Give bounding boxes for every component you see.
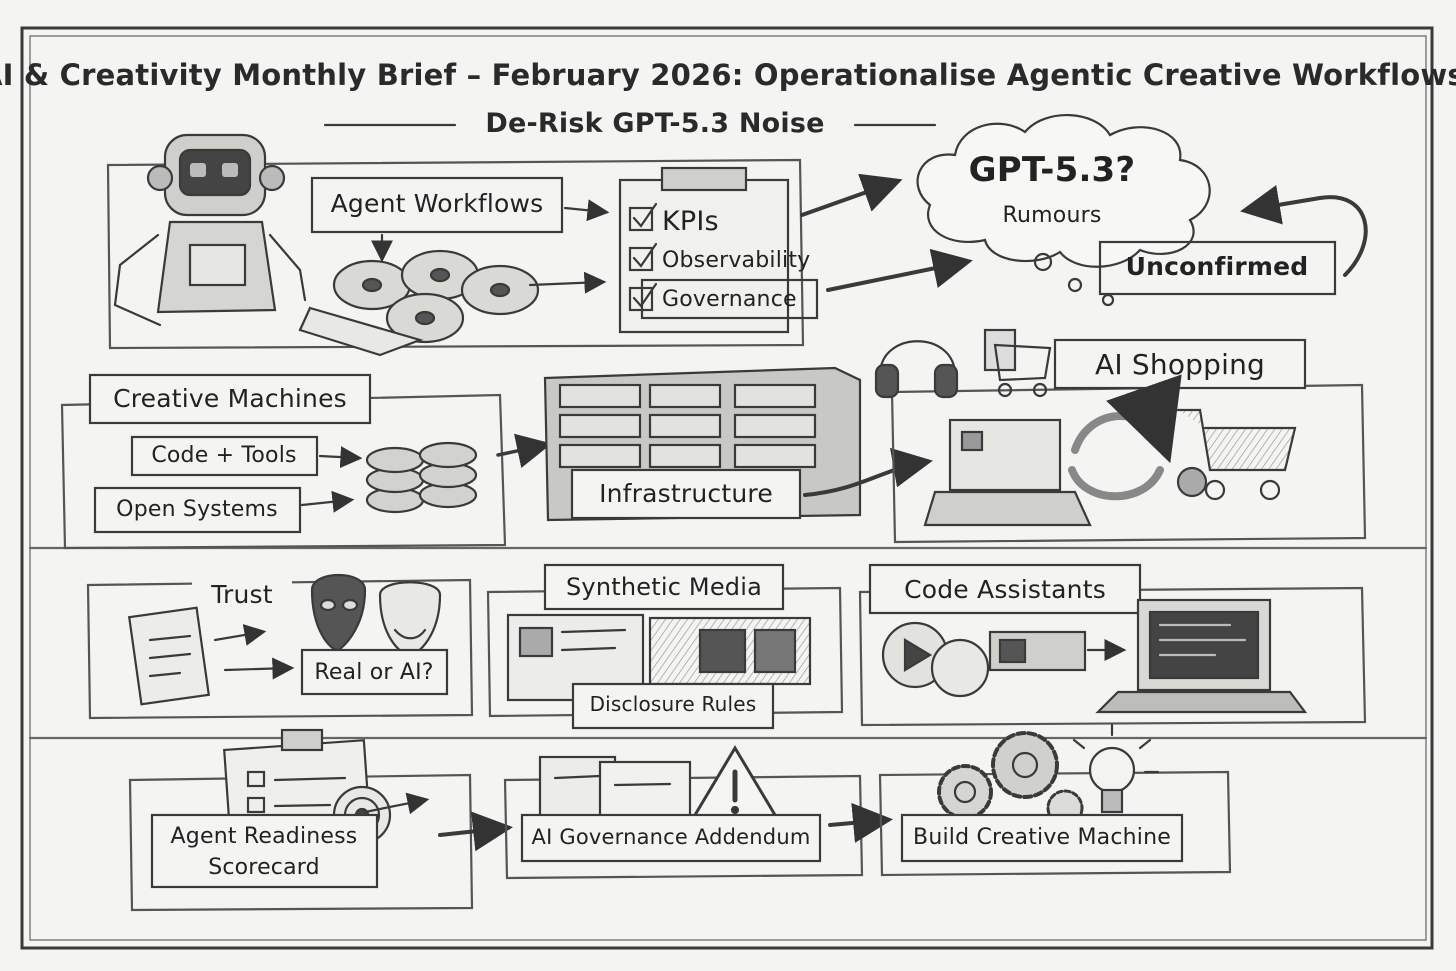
checklist-clipboard (618, 166, 819, 334)
checklist-kpis: KPIs (662, 206, 719, 237)
cart-small-icon (983, 328, 1052, 398)
robot-icon (113, 133, 307, 327)
lightbulb-icon (1072, 723, 1160, 814)
rumours-label: Rumours (1002, 203, 1102, 228)
row1-panel (106, 158, 805, 350)
creative-machines-label: Creative Machines (113, 384, 347, 413)
scorecard-label-line1: Agent Readiness (170, 824, 358, 849)
build-machine-label: Build Creative Machine (913, 825, 1171, 850)
warning-icon (689, 745, 781, 822)
build-machine-box (900, 813, 1184, 863)
cycle-arrow-icon (1071, 374, 1182, 464)
shopping-cart-icon (1176, 408, 1297, 501)
scorecard-box (150, 813, 379, 889)
checklist-governance: Governance (662, 287, 797, 312)
theater-masks-icon (310, 573, 442, 657)
real-or-ai-label: Real or AI? (314, 660, 434, 685)
gpt-rumour-title: GPT-5.3? (968, 150, 1136, 190)
outer-frame (20, 26, 1434, 950)
ai-shopping-label: AI Shopping (1094, 348, 1266, 381)
trust-label: Trust (211, 580, 273, 609)
governance-addendum-label: AI Governance Addendum (531, 825, 811, 849)
row3-panel-code (858, 586, 1367, 727)
code-assistants-label: Code Assistants (904, 575, 1106, 604)
film-strip-icon (648, 616, 812, 686)
governance-addendum-box (520, 813, 822, 863)
headset-icon (874, 340, 959, 399)
unconfirmed-box (1098, 240, 1337, 296)
main-title-line1: AI & Creativity Monthly Brief – February… (0, 58, 1456, 92)
infrastructure-box (570, 468, 802, 520)
document-icon (127, 606, 211, 706)
laptop-code-icon (1095, 598, 1308, 714)
creative-machines-box (88, 373, 372, 425)
infrastructure-label: Infrastructure (599, 479, 773, 508)
code-tools-label: Code + Tools (151, 443, 297, 468)
open-systems-label: Open Systems (116, 497, 278, 522)
thought-cloud (916, 114, 1211, 268)
disclosure-rules-label: Disclosure Rules (589, 692, 757, 716)
agent-workflows-box (310, 176, 564, 234)
play-media-icon (881, 621, 1127, 698)
gears-icon (937, 731, 1084, 827)
main-title-line2: De-Risk GPT-5.3 Noise (485, 108, 825, 139)
agent-workflows-label: Agent Workflows (330, 189, 544, 218)
scorecard-label-line2: Scorecard (208, 855, 320, 880)
synthetic-media-box (543, 563, 785, 611)
checklist-observability: Observability (662, 248, 811, 273)
laptop-icon (923, 418, 1092, 527)
database-icon (365, 441, 478, 514)
unconfirmed-label: Unconfirmed (1125, 252, 1309, 281)
synthetic-media-label: Synthetic Media (565, 573, 763, 601)
code-assistants-box (868, 563, 1142, 615)
disclosure-rules-box (571, 682, 775, 730)
gear-stack-icon (332, 249, 540, 344)
